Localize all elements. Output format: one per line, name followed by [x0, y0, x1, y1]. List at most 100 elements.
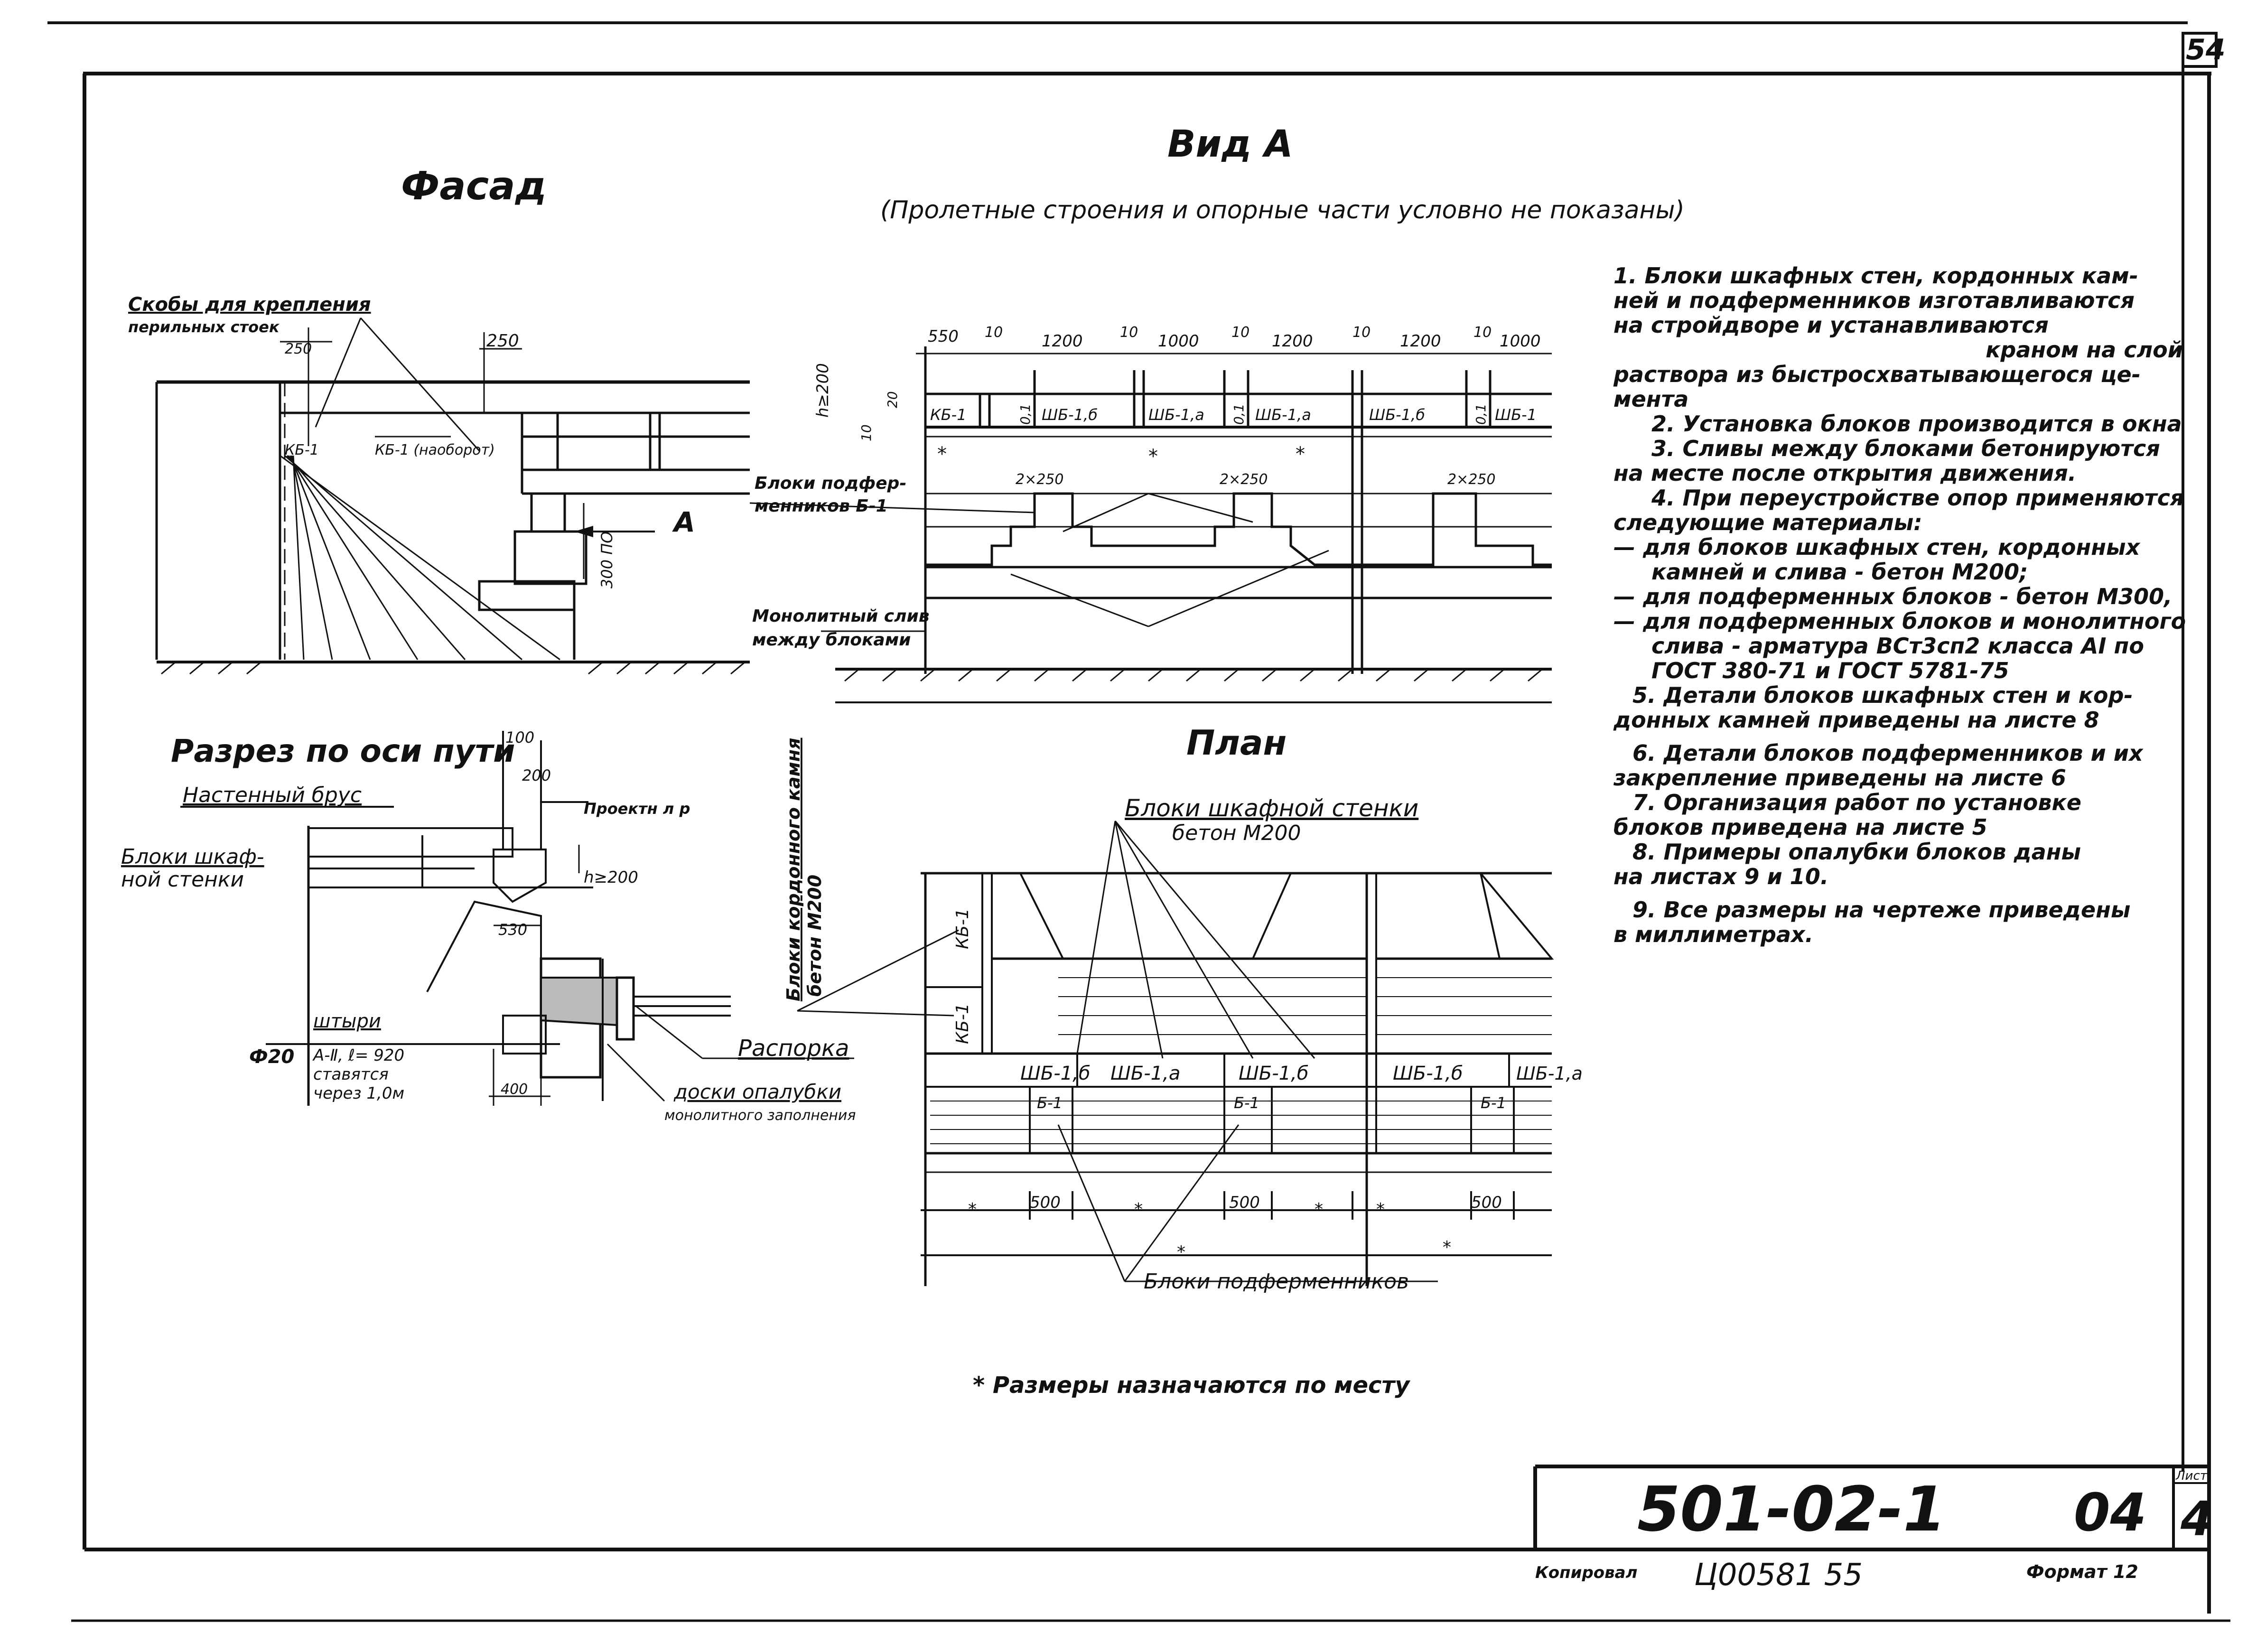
section-phi20: Ф20 — [249, 1046, 294, 1068]
plan-shkaf-label-2: бетон М200 — [1172, 821, 1301, 845]
note-line: 1. Блоки шкафных стен, кордонных кам- — [1613, 263, 2138, 289]
view-a-dim-1000b: 1000 — [1500, 332, 1541, 351]
section-doski-2: монолитного заполнения — [664, 1107, 856, 1124]
view-a-podf-label: Блоки подфер- — [755, 474, 906, 493]
view-a-dim-10b: 10 — [1120, 324, 1138, 341]
bottom-format: Формат 12 — [2026, 1561, 2138, 1582]
note-line: на месте после открытия движения. — [1613, 460, 2077, 486]
title-plan: План — [1186, 723, 1287, 763]
view-a-dim-10: 10 — [858, 424, 874, 441]
plan-dim-2: 500 — [1030, 1193, 1061, 1212]
plan-block-2: ШБ-1,а — [1110, 1063, 1180, 1084]
view-a-slot-2: 0,1 — [1231, 403, 1247, 425]
view-a-monol-label: Монолитный слив — [752, 607, 930, 626]
plan-b1-c: Б-1 — [1481, 1094, 1506, 1112]
sheet-frame — [47, 21, 2230, 1622]
plan-b1-a: Б-1 — [1037, 1094, 1063, 1112]
plan-kb1-a: КБ-1 — [953, 908, 972, 949]
view-a-2x250-b: 2×250 — [1220, 471, 1268, 488]
note-line: 7. Организация работ по установке — [1632, 790, 2081, 815]
footnote: * Размеры назначаются по месту — [973, 1372, 1410, 1399]
section-dim-100: 100 — [505, 728, 534, 747]
note-line: закрепление приведены на листе 6 — [1613, 765, 2066, 791]
note-line: следующие материалы: — [1613, 510, 1922, 535]
note-line: слива - арматура ВСт3сп2 класса АI по — [1651, 633, 2144, 659]
section-shtyri-spec-3: через 1,0м — [313, 1084, 404, 1103]
note-line: блоков приведена на листе 5 — [1613, 814, 1987, 840]
section-dim-200: 200 — [522, 766, 551, 784]
facade-dim-250a: 250 — [285, 341, 312, 357]
title-vid-a-subtitle: (Пролетные строения и опорные части усло… — [880, 196, 1685, 224]
view-a-dimension-labels: 550 10 1200 10 1000 10 1200 10 1200 10 1… — [928, 324, 1541, 351]
bottom-kopiroval: Копировал — [1535, 1563, 1638, 1582]
note-line: — для блоков шкафных стен, кордонных — [1613, 534, 2140, 560]
title-fasad: Фасад — [401, 164, 547, 209]
note-line: 9. Все размеры на чертеже приведены — [1632, 897, 2131, 923]
note-line: — для подферменных блоков и монолитного — [1613, 608, 2186, 634]
note-line: краном на слой — [1986, 337, 2183, 363]
plan-block-4: ШБ-1,б — [1393, 1063, 1463, 1084]
view-a-2x250-a: 2×250 — [1016, 471, 1063, 488]
note-line: мента — [1613, 386, 1689, 412]
section-rasporka: Распорка — [738, 1035, 849, 1062]
plan-block-3: ШБ-1,б — [1239, 1063, 1308, 1084]
section-doski: доски опалубки — [673, 1080, 841, 1103]
view-a-dim-10a: 10 — [985, 324, 1003, 341]
view-a-star-1: * — [937, 443, 947, 465]
note-line: на стройдворе и устанавливаются — [1613, 312, 2049, 338]
stamp-list-number: 4 — [2180, 1491, 2214, 1547]
view-a-dim-10d: 10 — [1352, 324, 1371, 341]
plan-dim-1: * — [968, 1200, 977, 1219]
plan-dim-5: * — [1315, 1200, 1323, 1219]
title-block — [1533, 1465, 2209, 1549]
corner-sheet-number: 54 — [2186, 33, 2226, 66]
section-bloki-label: Блоки шкаф- — [121, 845, 264, 869]
note-line: на листах 9 и 10. — [1613, 864, 1829, 889]
plan-drawing — [797, 821, 1554, 1286]
section-nastenny: Настенный брус — [183, 783, 362, 807]
note-line: раствора из быстросхватывающегося це- — [1613, 362, 2141, 387]
view-a-drawing — [749, 346, 1552, 703]
note-line: донных камней приведены на листе 8 — [1613, 707, 2099, 733]
plan-block-5: ШБ-1,а — [1516, 1063, 1583, 1084]
stamp-list-label: Лист — [2175, 1469, 2208, 1483]
view-a-monol-label-2: между блоками — [752, 630, 911, 650]
view-a-star-2: * — [1148, 446, 1158, 467]
section-shtyri-spec-1: А-Ⅱ, ℓ= 920 — [312, 1046, 404, 1065]
facade-skoby-label-2: перильных стоек — [128, 318, 280, 336]
note-line: 6. Детали блоков подферменников и их — [1632, 740, 2143, 766]
facade-drawing — [155, 317, 750, 675]
facade-dim-250b: 250 — [486, 331, 519, 351]
view-a-star-3: * — [1296, 443, 1305, 465]
plan-block-1: ШБ-1,б — [1020, 1063, 1090, 1084]
section-bloki-label-2: ной стенки — [121, 868, 244, 892]
plan-shkaf-label: Блоки шкафной стенки — [1125, 794, 1418, 822]
note-line: ГОСТ 380-71 и ГОСТ 5781-75 — [1651, 658, 2009, 683]
facade-dim-300: 300 ПО — [598, 532, 616, 589]
plan-kb1-b: КБ-1 — [953, 1003, 972, 1044]
view-a-dim-1200b: 1200 — [1272, 332, 1313, 351]
section-dim-400: 400 — [501, 1081, 528, 1098]
view-a-block-3: ШБ-1,а — [1255, 406, 1311, 424]
view-a-dim-10e: 10 — [1473, 324, 1492, 341]
view-a-kb1: КБ-1 — [930, 406, 967, 424]
note-line: 3. Сливы между блоками бетонируются — [1651, 436, 2160, 461]
view-a-block-1: ШБ-1,б — [1042, 406, 1098, 424]
view-a-block-2: ШБ-1,а — [1148, 406, 1204, 424]
note-line: — для подферменных блоков - бетон М300, — [1613, 584, 2173, 609]
view-a-dim-1200c: 1200 — [1400, 332, 1441, 351]
stamp-code: 501-02-1 — [1637, 1473, 1946, 1545]
facade-kb1: КБ-1 — [285, 442, 319, 458]
bottom-handwritten: Ц00581 55 — [1694, 1558, 1863, 1593]
note-line: 4. При переустройстве опор применяются — [1651, 485, 2184, 511]
plan-dim-6: * — [1376, 1200, 1385, 1219]
view-a-dim-20: 20 — [885, 391, 900, 408]
section-proekt: Проектн л р — [584, 800, 690, 818]
plan-b1-b: Б-1 — [1234, 1094, 1259, 1112]
note-line: ней и подферменников изготавливаются — [1613, 288, 2135, 313]
view-a-dim-10c: 10 — [1231, 324, 1250, 341]
title-razrez: Разрез по оси пути — [171, 733, 515, 769]
section-drawing — [180, 731, 854, 1106]
section-dim-530: 530 — [498, 921, 527, 939]
